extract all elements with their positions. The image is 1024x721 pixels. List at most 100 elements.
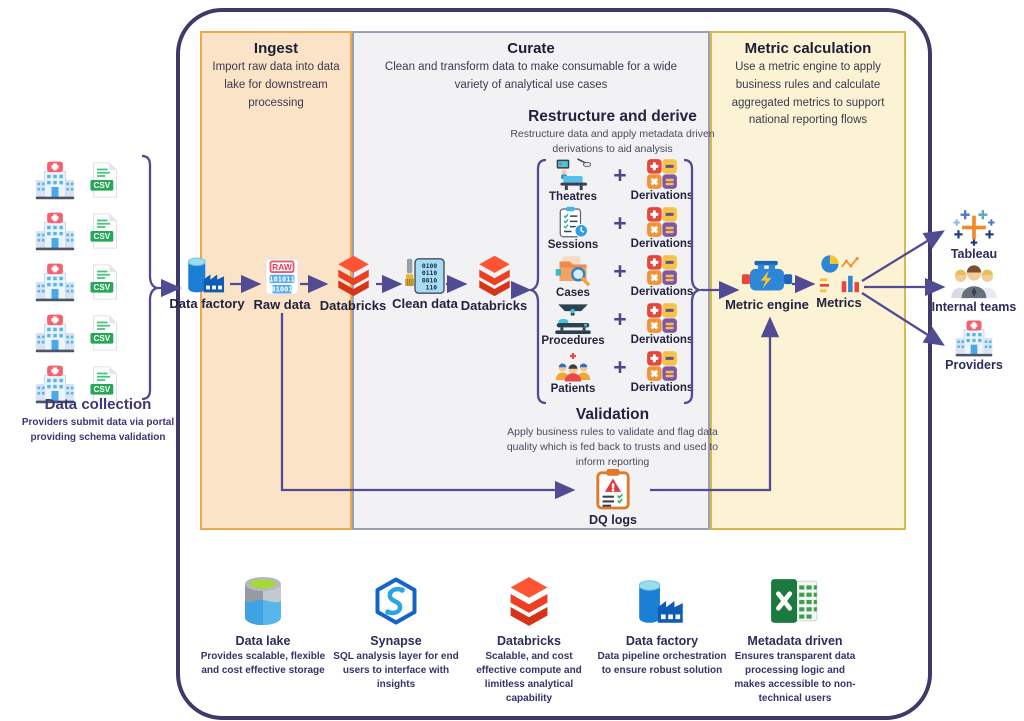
procedures-icon xyxy=(553,302,593,335)
restructure-row: Sessions + Derivations xyxy=(535,206,695,254)
theatres-icon xyxy=(553,158,593,191)
validation-description: Apply business rules to validate and fla… xyxy=(506,426,719,469)
plus-sign: + xyxy=(613,354,627,380)
plus-sign: + xyxy=(613,162,627,188)
legend-item-metadata-driven: Metadata driven Ensures transparent data… xyxy=(730,572,860,706)
derivation-label: Derivations xyxy=(630,334,694,346)
restructure-description: Restructure data and apply metadata driv… xyxy=(510,128,715,156)
entity-label: Sessions xyxy=(547,239,599,251)
derivation-label: Derivations xyxy=(630,286,694,298)
source-row xyxy=(34,154,119,205)
output-internal-teams: Internal teams xyxy=(926,262,1022,314)
derivations-icon xyxy=(646,158,678,190)
data-lake-icon xyxy=(238,574,288,628)
entity-label: Theatres xyxy=(549,191,597,203)
derivations-icon xyxy=(646,350,678,382)
legend-title: Metadata driven xyxy=(747,634,843,648)
databricks-label: Databricks xyxy=(319,298,387,313)
clean-data-label: Clean data xyxy=(392,296,458,311)
cases-icon xyxy=(554,254,592,287)
csv-file-icon xyxy=(88,315,119,351)
synapse-icon xyxy=(372,577,420,625)
entity-label: Cases xyxy=(556,287,590,299)
data-collection-block: Data collection Providers submit data vi… xyxy=(6,396,190,445)
dq-logs-label: DQ logs xyxy=(589,513,637,527)
curate-title: Curate xyxy=(507,40,555,57)
legend-title: Data lake xyxy=(235,634,291,648)
restructure-row: Patients + Derivations xyxy=(535,350,695,398)
node-metrics: Metrics xyxy=(796,254,882,310)
node-metric-engine: Metric engine xyxy=(712,258,822,312)
hospital-icon xyxy=(34,261,76,303)
databricks-icon xyxy=(332,254,375,297)
metrics-label: Metrics xyxy=(816,295,862,310)
data-factory-label: Data factory xyxy=(169,296,245,311)
sessions-icon xyxy=(555,206,591,239)
output-tableau: Tableau xyxy=(926,208,1022,261)
patients-icon xyxy=(555,350,591,383)
collection-brace xyxy=(141,154,162,401)
clean-data-icon xyxy=(404,257,446,295)
curate-description: Clean and transform data to make consuma… xyxy=(384,61,678,91)
derivations-icon xyxy=(646,206,678,238)
databricks-icon xyxy=(473,254,516,297)
data-factory-icon xyxy=(634,576,690,626)
entity-label: Procedures xyxy=(541,335,605,347)
legend-description: SQL analysis layer for end users to inte… xyxy=(333,651,459,690)
legend-item-data-factory: Data factory Data pipeline orchestration… xyxy=(597,572,727,706)
tableau-icon xyxy=(953,208,995,247)
metric-engine-label: Metric engine xyxy=(725,297,809,312)
legend-title: Data factory xyxy=(625,634,699,648)
node-dq-logs: DQ logs xyxy=(578,468,648,527)
data-factory-icon xyxy=(184,254,230,295)
dq-logs-icon xyxy=(594,468,632,510)
source-row xyxy=(34,205,119,256)
legend-description: Ensures transparent data processing logi… xyxy=(734,651,856,704)
entity-label: Patients xyxy=(550,383,596,395)
metric-title: Metric calculation xyxy=(744,40,872,57)
ingest-title: Ingest xyxy=(253,40,299,57)
node-clean-data: Clean data xyxy=(379,257,471,311)
hospital-icon xyxy=(34,210,76,252)
plus-sign: + xyxy=(613,210,627,236)
restructure-section-header: Restructure and derive Restructure data … xyxy=(505,108,720,157)
legend-item-synapse: Synapse SQL analysis layer for end users… xyxy=(331,572,461,706)
restructure-rows: Theatres + Derivations Sessions + Deriva… xyxy=(535,158,695,398)
legend-item-databricks: Databricks Scalable, and cost effective … xyxy=(464,572,594,706)
legend-title: Databricks xyxy=(497,634,561,648)
hospital-icon xyxy=(34,159,76,201)
technology-legend: Data lake Provides scalable, flexible an… xyxy=(198,572,862,706)
node-databricks-2: Databricks xyxy=(447,254,541,313)
restructure-row: Theatres + Derivations xyxy=(535,158,695,206)
node-databricks-1: Databricks xyxy=(306,254,400,313)
data-collection-description: Providers submit data via portal providi… xyxy=(21,417,175,443)
restructure-row: Procedures + Derivations xyxy=(535,302,695,350)
validation-title: Validation xyxy=(575,406,650,423)
ingest-description: Import raw data into data lake for downs… xyxy=(212,61,340,109)
databricks-icon xyxy=(503,575,555,627)
tableau-label: Tableau xyxy=(950,247,998,261)
providers-label: Providers xyxy=(945,358,1003,372)
databricks-label: Databricks xyxy=(460,298,528,313)
node-data-factory: Data factory xyxy=(160,254,254,311)
derivation-label: Derivations xyxy=(630,190,694,202)
data-collection-sources xyxy=(34,154,119,409)
metrics-icon xyxy=(818,254,860,294)
legend-description: Data pipeline orchestration to ensure ro… xyxy=(597,651,727,676)
metric-engine-icon xyxy=(741,258,793,296)
csv-file-icon xyxy=(88,213,119,249)
derivation-label: Derivations xyxy=(630,382,694,394)
raw-data-icon xyxy=(265,257,299,296)
metric-description: Use a metric engine to apply business ru… xyxy=(731,61,885,127)
csv-file-icon xyxy=(88,162,119,198)
data-collection-title: Data collection xyxy=(44,396,152,413)
csv-file-icon xyxy=(88,264,119,300)
restructure-row: Cases + Derivations xyxy=(535,254,695,302)
legend-title: Synapse xyxy=(370,634,422,648)
restructure-title: Restructure and derive xyxy=(528,108,697,125)
node-raw-data: Raw data xyxy=(240,257,324,312)
source-row xyxy=(34,307,119,358)
providers-hospital-icon xyxy=(953,318,995,358)
plus-sign: + xyxy=(613,258,627,284)
legend-item-data-lake: Data lake Provides scalable, flexible an… xyxy=(198,572,328,706)
